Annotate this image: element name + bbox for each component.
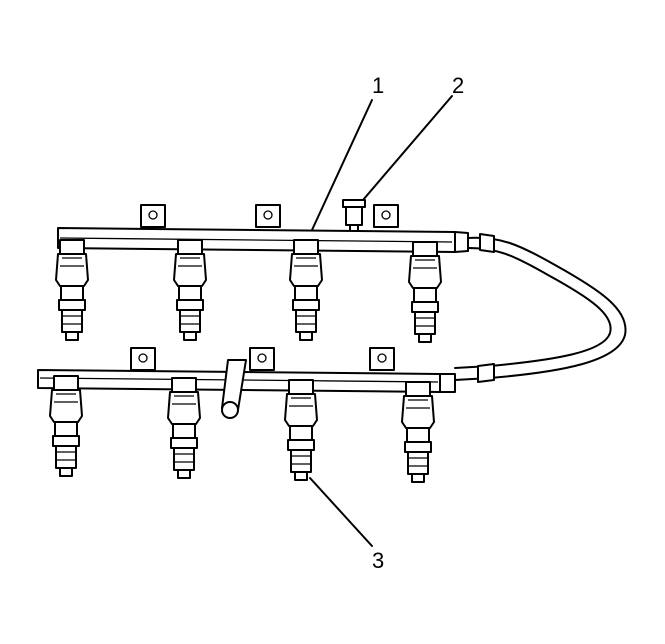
callout-1-leader: [311, 99, 373, 231]
pressure-valve: [342, 199, 366, 234]
fuel-pressure-port: [221, 359, 247, 419]
lower-rail-bracket: [130, 347, 395, 371]
callout-3-leader: [309, 477, 373, 547]
callout-2-label: 2: [452, 73, 464, 98]
upper-injector: [55, 239, 442, 343]
upper-fuel-rail: [55, 199, 469, 343]
callout-1-label: 1: [372, 73, 384, 98]
lower-fuel-rail: [37, 347, 456, 483]
callout-3-label: 3: [372, 548, 384, 573]
crossover-hose: [454, 233, 627, 383]
callout-2-leader: [362, 95, 453, 201]
